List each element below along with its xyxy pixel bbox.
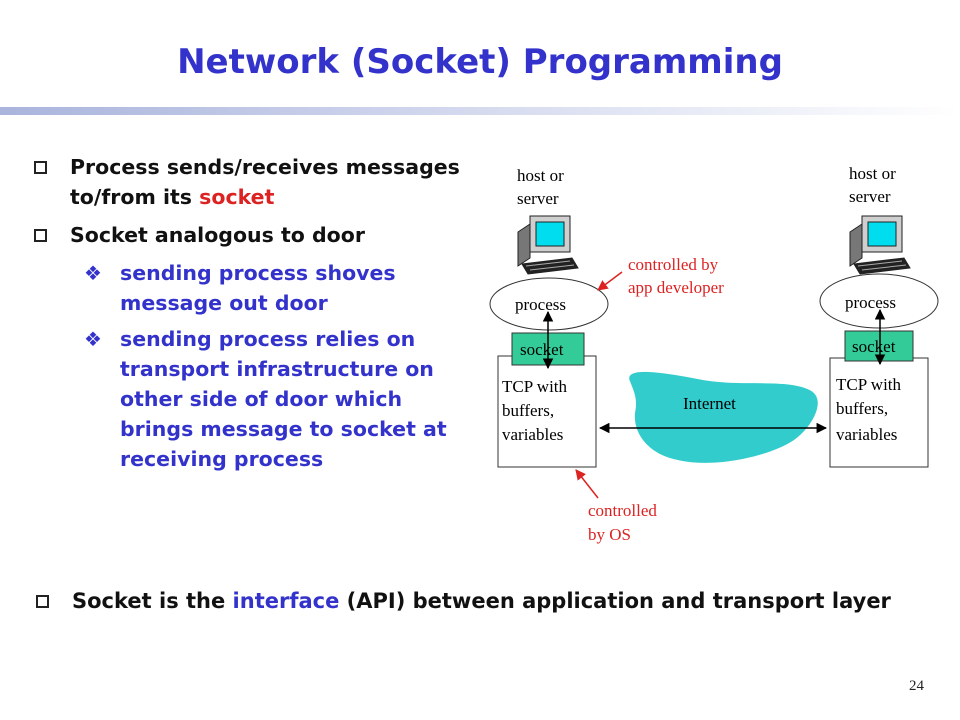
controlled-by-app-line2: app developer <box>628 278 724 297</box>
os-annotation-arrow <box>575 469 599 499</box>
left-process-label: process <box>515 295 566 314</box>
internet-label: Internet <box>683 394 736 413</box>
slide-title: Network (Socket) Programming <box>177 42 783 82</box>
bullet-list: Process sends/receives messages to/from … <box>34 152 464 480</box>
controlled-by-os-line2: by OS <box>588 525 631 544</box>
diamond-bullet-icon: ❖ <box>84 261 102 285</box>
app-annotation-arrow <box>597 271 623 291</box>
left-tcp-line1: TCP with <box>502 377 568 396</box>
bullet-text: Socket is the <box>72 589 233 613</box>
left-tcp-line2: buffers, <box>502 401 554 420</box>
bullet-text: Process sends/receives messages to/from … <box>70 155 460 209</box>
subbullet-relies: ❖ sending process relies on transport in… <box>84 324 464 474</box>
diamond-bullet-icon: ❖ <box>84 327 102 351</box>
controlled-by-app-line1: controlled by <box>628 255 719 274</box>
computer-icon <box>849 215 911 275</box>
subbullet-text: sending process relies on transport infr… <box>120 327 447 471</box>
page-number: 24 <box>909 678 924 694</box>
right-tcp-line2: buffers, <box>836 399 888 418</box>
square-bullet-icon <box>36 595 49 608</box>
interface-highlight: interface <box>232 589 340 613</box>
subbullet-shoves: ❖ sending process shoves message out doo… <box>84 258 464 318</box>
computer-icon <box>517 215 579 275</box>
bullet-socket-door: Socket analogous to door <box>34 220 464 250</box>
controlled-by-os-line1: controlled <box>588 501 657 520</box>
square-bullet-icon <box>34 229 47 242</box>
right-socket-label: socket <box>852 337 896 356</box>
subbullet-text: sending process shoves message out door <box>120 261 396 315</box>
bullet-text: Socket analogous to door <box>70 223 365 247</box>
internet-cloud <box>629 372 818 463</box>
right-tcp-line3: variables <box>836 425 897 444</box>
bullet-process-sends: Process sends/receives messages to/from … <box>34 152 464 212</box>
bullet-text-end: (API) between application and transport … <box>339 589 891 613</box>
right-process-label: process <box>845 293 896 312</box>
bullet-socket-interface: Socket is the interface (API) between ap… <box>36 586 952 616</box>
left-host-label-line1: host or <box>517 166 564 185</box>
socket-highlight: socket <box>199 185 275 209</box>
title-divider <box>0 107 960 115</box>
right-host-label-line1: host or <box>849 164 896 183</box>
left-host-label-line2: server <box>517 189 559 208</box>
left-tcp-line3: variables <box>502 425 563 444</box>
square-bullet-icon <box>34 161 47 174</box>
right-tcp-line1: TCP with <box>836 375 902 394</box>
left-socket-label: socket <box>520 340 564 359</box>
right-tcp-box <box>829 357 929 468</box>
right-host-label-line2: server <box>849 187 891 206</box>
